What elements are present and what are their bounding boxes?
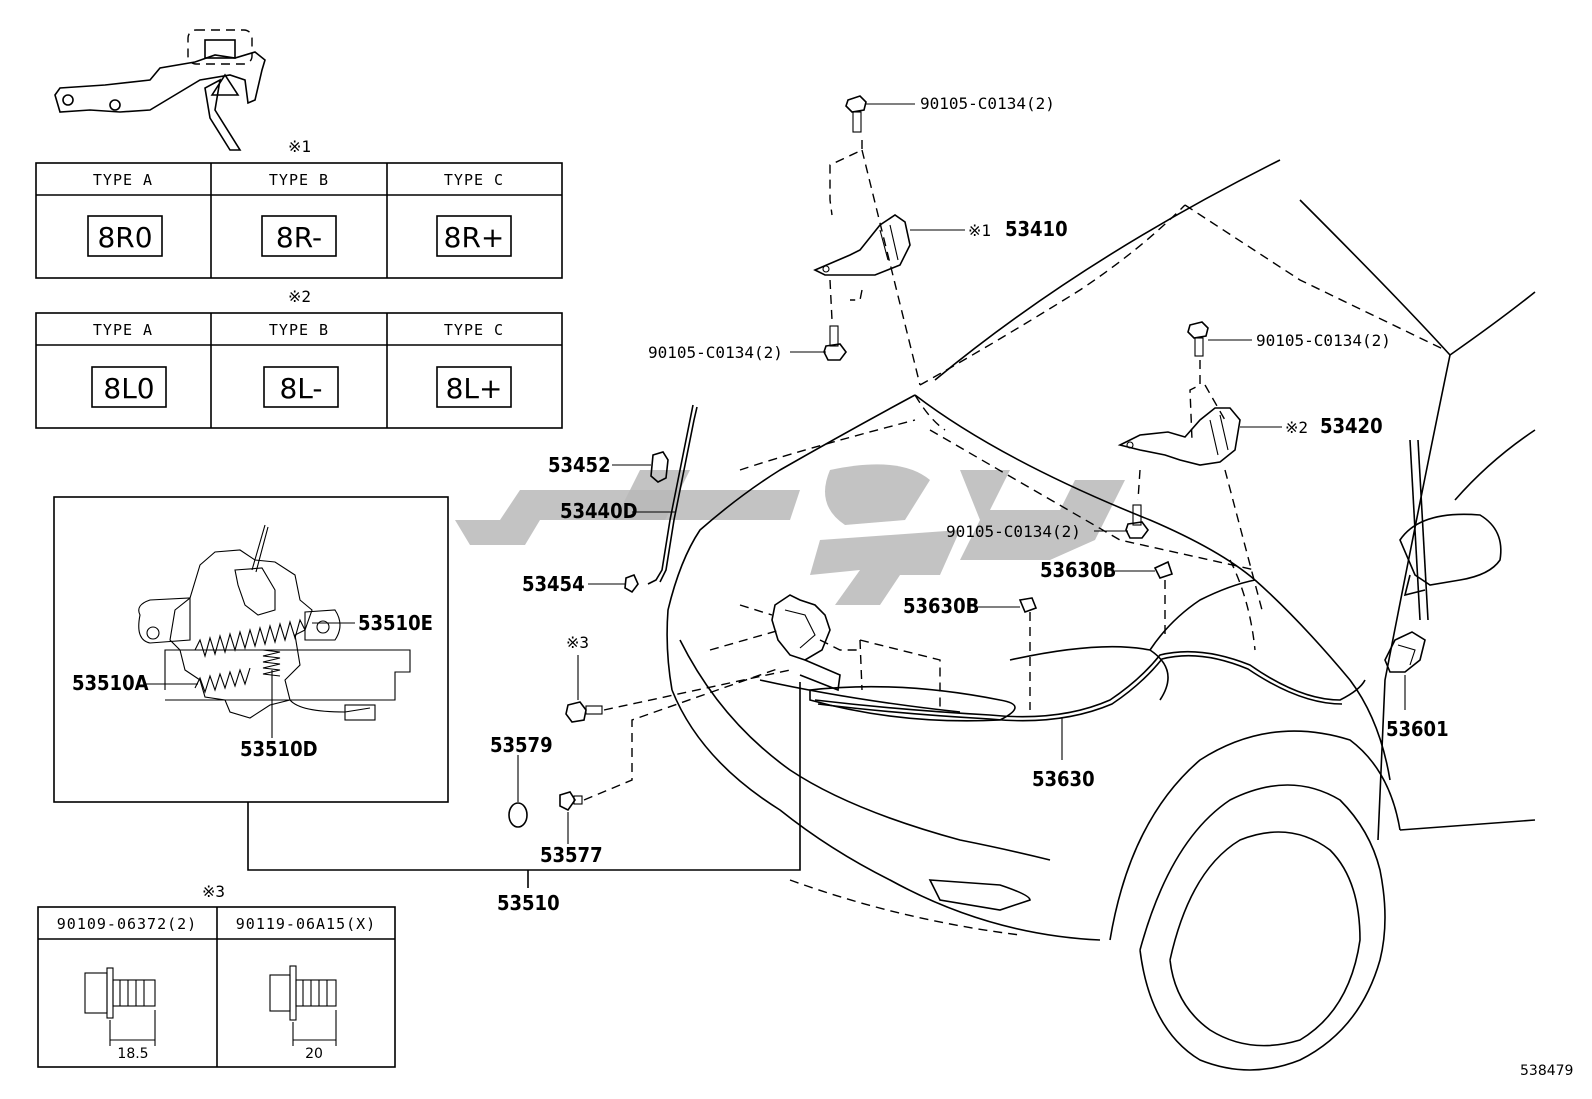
label-53630: 53630 <box>1032 767 1095 791</box>
label-53510: 53510 <box>497 891 560 915</box>
label-53510A: 53510A <box>72 671 149 695</box>
table2-header-c: TYPE C <box>444 321 504 339</box>
bolt-label-3: 90105-C0134(2) <box>1256 331 1391 350</box>
hood-lock-assembly: ※3 53579 53577 <box>490 594 941 867</box>
note3-marker: ※3 <box>202 882 225 901</box>
label-53452: 53452 <box>548 453 611 477</box>
table2-code-a: 8L0 <box>103 372 154 405</box>
hinge-detail-sketch <box>54 29 266 151</box>
hood-lock-detail-box: 53510E 53510A 53510D <box>53 496 449 803</box>
table1-code-a: 8R0 <box>97 221 152 254</box>
note1-type-table: ※1 TYPE A TYPE B TYPE C 8R0 8R- 8R+ <box>35 137 563 279</box>
note3-callout: ※3 <box>566 633 589 652</box>
label-53454: 53454 <box>522 572 585 596</box>
flange-bolt-icon: 18.5 <box>84 967 156 1062</box>
label-53420: 53420 <box>1320 414 1383 438</box>
hood-hinge-lh: 90105-C0134(2) 90105-C0134(2) ※2 53420 <box>946 321 1391 611</box>
table3-header-1: 90109-06372(2) <box>57 915 197 933</box>
bolt-label-2: 90105-C0134(2) <box>648 343 783 362</box>
label-53601: 53601 <box>1386 717 1449 741</box>
note2-marker: ※2 <box>288 287 311 306</box>
label-53410: 53410 <box>1005 217 1068 241</box>
hood-release-cable: 53630B 53630B 53630 <box>814 558 1366 791</box>
label-53579: 53579 <box>490 733 553 757</box>
hood-hinge-rh: 90105-C0134(2) 90105-C0134(2) ※1 53410 <box>648 94 1068 386</box>
label-53630B-b: 53630B <box>1040 558 1116 582</box>
table2-header-a: TYPE A <box>93 321 153 339</box>
note1-callout: ※1 <box>968 221 991 240</box>
table3-dim-1: 18.5 <box>117 1046 148 1062</box>
table1-code-b: 8R- <box>276 221 322 254</box>
hood-release-lever: 53601 <box>1384 631 1449 741</box>
table3-header-2: 90119-06A15(X) <box>236 915 376 933</box>
bolt-label-1: 90105-C0134(2) <box>920 94 1055 113</box>
table1-header-b: TYPE B <box>269 171 329 189</box>
table2-code-b: 8L- <box>279 372 322 405</box>
label-53510-leader: 53510 <box>247 682 801 915</box>
note3-bolt-table: ※3 90109-06372(2) 90119-06A15(X) 18.5 <box>37 882 396 1068</box>
label-53440D: 53440D <box>560 499 638 523</box>
washer-bolt-icon: 20 <box>269 965 337 1062</box>
bolt-label-4: 90105-C0134(2) <box>946 522 1081 541</box>
diagram-id: 538479 <box>1520 1063 1573 1079</box>
label-53577: 53577 <box>540 843 603 867</box>
label-53510E: 53510E <box>358 611 433 635</box>
note2-type-table: ※2 TYPE A TYPE B TYPE C 8L0 8L- 8L+ <box>35 287 563 429</box>
table2-code-c: 8L+ <box>446 372 503 405</box>
table1-code-c: 8R+ <box>444 221 505 254</box>
note1-marker: ※1 <box>288 137 311 156</box>
table3-dim-2: 20 <box>305 1046 323 1062</box>
car-front-outline <box>666 159 1536 1071</box>
hood-support-rod: 53452 53440D 53454 <box>522 404 698 596</box>
note2-callout: ※2 <box>1285 418 1308 437</box>
table2-header-b: TYPE B <box>269 321 329 339</box>
label-53630B-a: 53630B <box>903 594 979 618</box>
label-53510D: 53510D <box>240 737 318 761</box>
table1-header-c: TYPE C <box>444 171 504 189</box>
watermark-logo <box>455 464 1125 605</box>
table1-header-a: TYPE A <box>93 171 153 189</box>
